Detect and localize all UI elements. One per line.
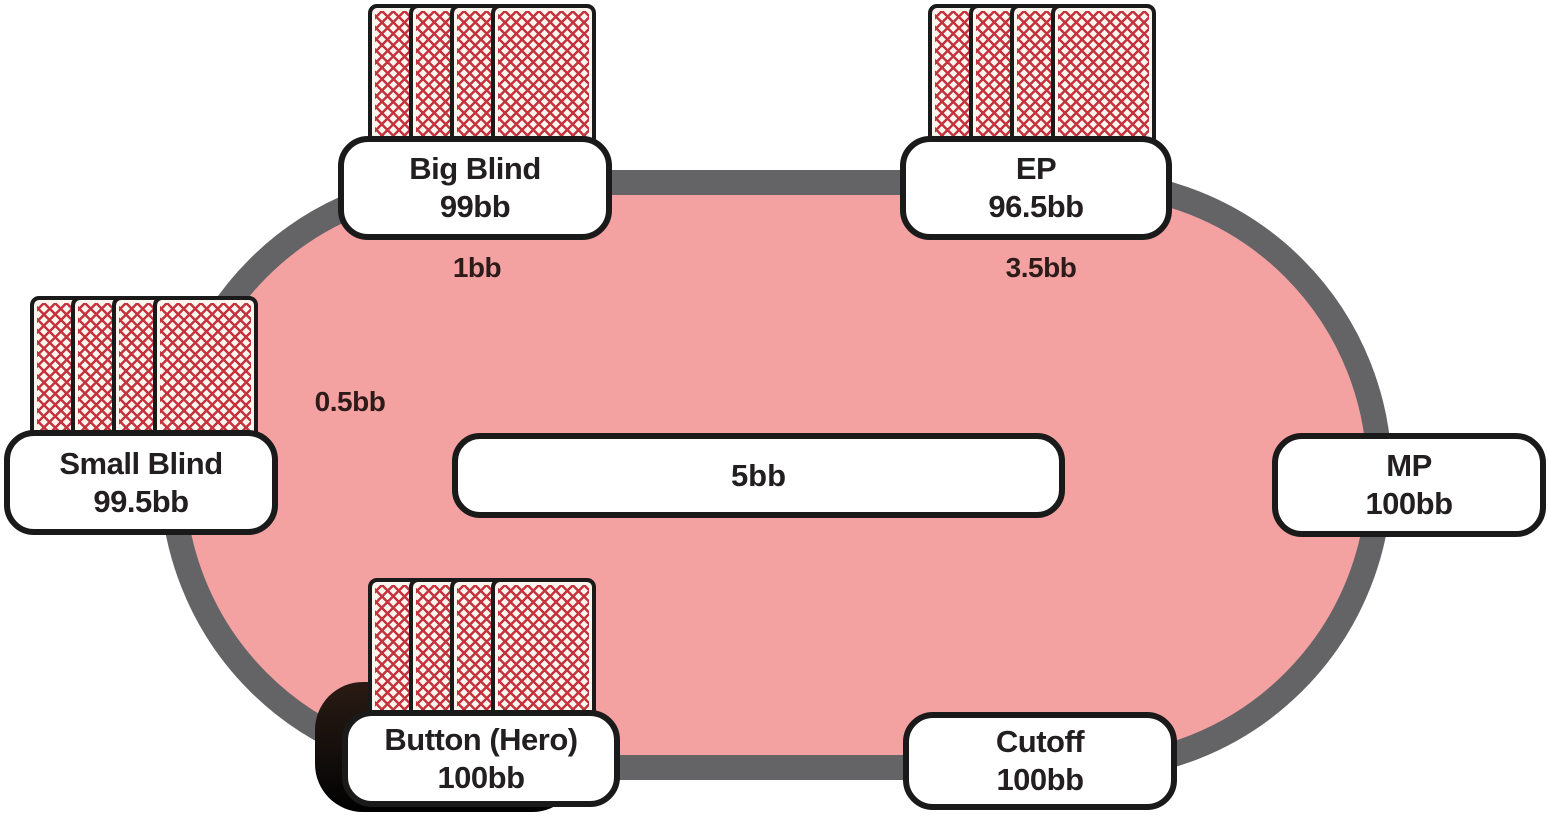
seat-stack-label: 100bb — [1365, 486, 1453, 521]
seat-position-label: Big Blind — [409, 151, 541, 187]
seat-position-label: Cutoff — [995, 724, 1085, 760]
hole-cards-ep — [928, 4, 1156, 154]
hole-cards-small-blind — [30, 296, 258, 446]
bet-amount-small-blind: 0.5bb — [314, 386, 386, 417]
seat-badge-small-blind: Small Blind 99.5bb — [4, 430, 278, 535]
card-back-icon — [491, 578, 596, 728]
card-back-icon — [491, 4, 596, 154]
pot-amount-label: 5bb — [730, 457, 787, 493]
seat-stack-label: 99bb — [439, 189, 511, 224]
hole-cards-big-blind — [368, 4, 596, 154]
seat-badge-button-hero: Button (Hero) 100bb — [342, 710, 620, 807]
seat-badge-cutoff: Cutoff 100bb — [903, 712, 1177, 810]
seat-position-label: Small Blind — [59, 445, 223, 481]
seat-stack-label: 96.5bb — [988, 189, 1084, 224]
hole-cards-button-hero — [368, 578, 596, 728]
bet-amount-big-blind: 1bb — [452, 252, 502, 283]
seat-position-label: EP — [1015, 151, 1057, 187]
seat-stack-label: 100bb — [996, 762, 1084, 797]
seat-position-label: MP — [1386, 448, 1432, 484]
seat-stack-label: 100bb — [437, 759, 525, 795]
seat-badge-big-blind: Big Blind 99bb — [338, 136, 612, 240]
seat-badge-ep: EP 96.5bb — [900, 136, 1172, 240]
seat-stack-label: 99.5bb — [93, 483, 189, 519]
seat-position-label: Button (Hero) — [384, 721, 578, 757]
card-back-icon — [1051, 4, 1156, 154]
seat-badge-mp: MP 100bb — [1272, 433, 1546, 537]
card-back-icon — [153, 296, 258, 446]
bet-amount-ep: 3.5bb — [1005, 252, 1077, 283]
pot-display: 5bb — [452, 433, 1065, 518]
